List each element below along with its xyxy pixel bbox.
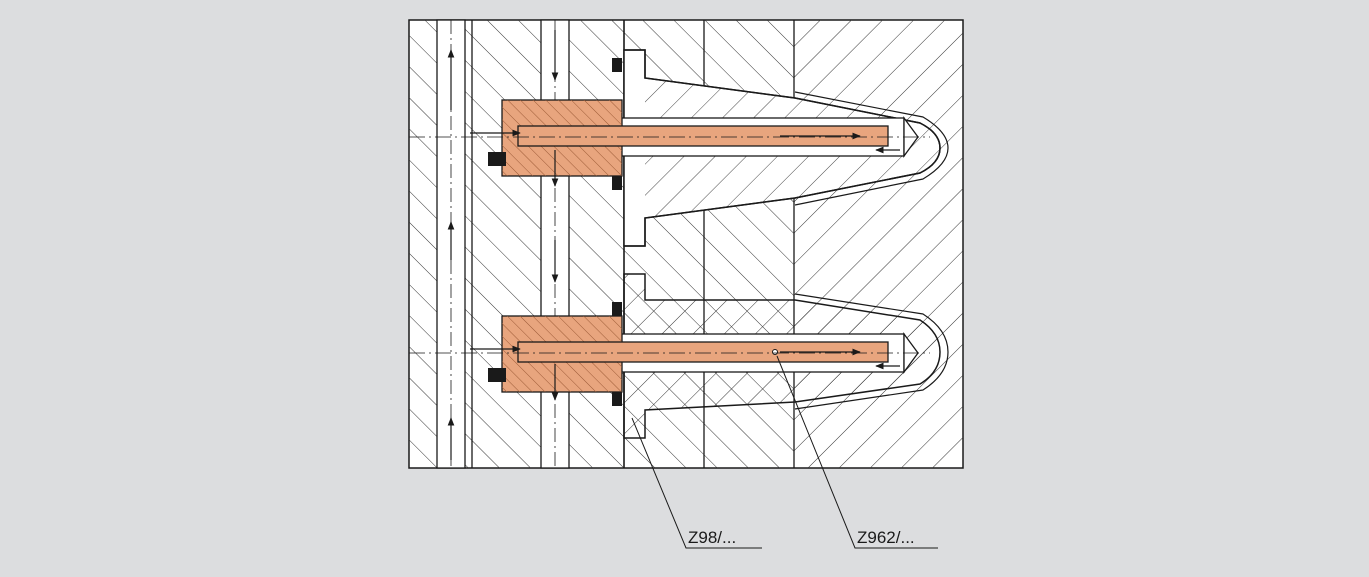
callout-label-z962: Z962/... xyxy=(857,528,915,547)
leader-z962 xyxy=(776,355,938,549)
plate-far-right xyxy=(794,20,963,468)
leader-z98 xyxy=(631,417,762,549)
callout-label-z98: Z98/... xyxy=(688,528,736,547)
tube-lower-hole xyxy=(772,349,778,355)
